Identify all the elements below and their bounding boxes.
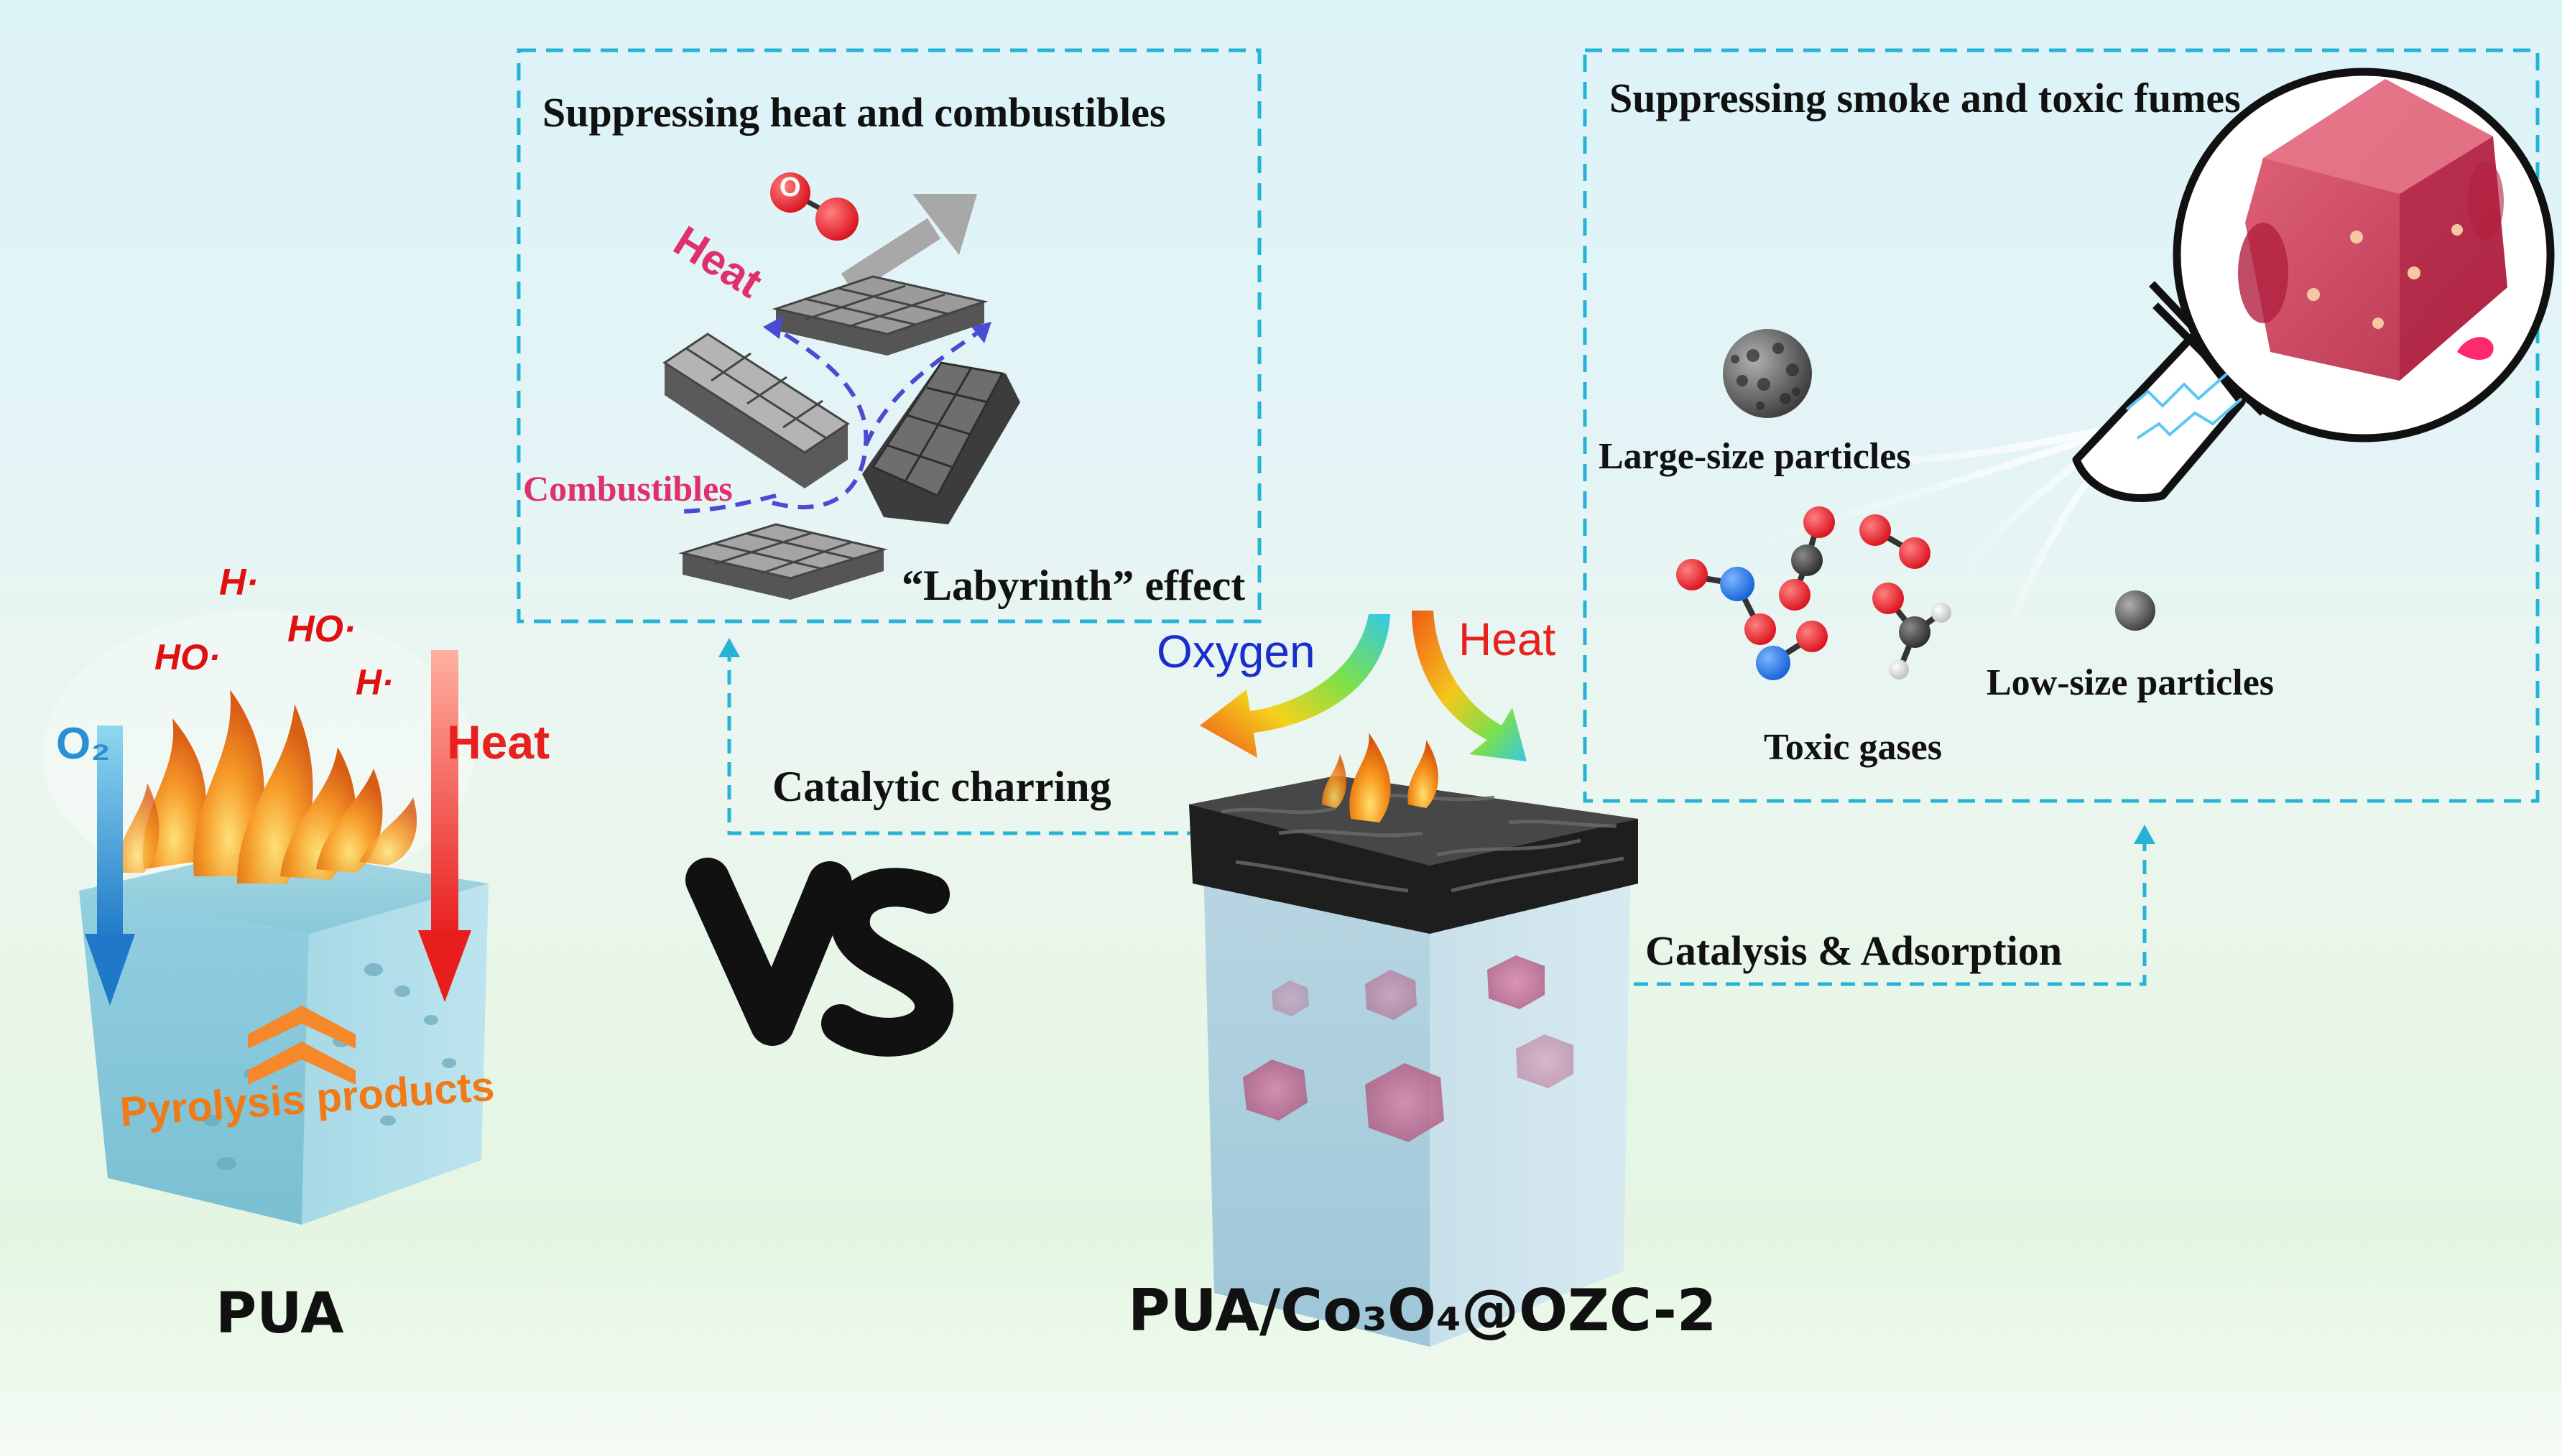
combustibles-label: Combustibles <box>523 468 733 509</box>
pua-label: PUA <box>216 1281 344 1346</box>
adsorber-funnel <box>1709 68 2555 733</box>
oxygen-down-arrow <box>85 725 135 1006</box>
vs-mark <box>685 858 953 1057</box>
center-heat-label: Heat <box>1458 613 1556 665</box>
radical-h-2: H· <box>356 662 394 703</box>
labyrinth-effect-label: “Labyrinth” effect <box>902 562 1246 609</box>
pyrolysis-up-arrows <box>248 1006 356 1085</box>
smoke-box-title: Suppressing smoke and toxic fumes <box>1609 75 2241 121</box>
char-sheet-left <box>662 333 850 488</box>
toxic-gas-molecules <box>1676 506 1951 680</box>
oxygen-molecule <box>770 172 859 241</box>
composite-material-label: PUA/Co₃O₄@OZC-2 <box>1128 1277 1717 1344</box>
char-sheet-right <box>862 361 1020 524</box>
heat-box-title: Suppressing heat and combustibles <box>542 89 1166 136</box>
catalytic-charring-label: Catalytic charring <box>772 763 1111 810</box>
labyrinth-path <box>682 325 982 514</box>
composite-cube <box>1189 733 1638 1347</box>
low-size-particle <box>2115 590 2155 631</box>
pua-flames <box>115 690 417 884</box>
labyrinth-arrowheads <box>763 316 991 343</box>
toxic-gases-label: Toxic gases <box>1764 727 1942 768</box>
radical-ho-1: HO· <box>154 637 221 677</box>
heat-box-frame <box>517 48 1262 623</box>
oxygen-in-arrow <box>1200 614 1390 758</box>
low-particles-label: Low-size particles <box>1987 662 2275 703</box>
large-particles-label: Large-size particles <box>1599 436 1911 477</box>
vs-label: VS <box>0 0 1 1</box>
left-oxygen-label: O₂ <box>56 719 111 769</box>
char-sheet-bottom <box>678 523 888 600</box>
char-sheet-top <box>772 275 989 356</box>
left-heat-label: Heat <box>447 715 550 769</box>
heat-down-arrow <box>418 650 471 1002</box>
oxygen-molecule-label: O <box>780 172 801 203</box>
center-oxygen-label: Oxygen <box>1157 626 1315 677</box>
heat-in-arrow <box>1412 611 1527 761</box>
radical-ho-2: HO· <box>287 608 356 650</box>
escape-arrow <box>841 194 977 295</box>
catalysis-adsorption-label: Catalysis & Adsorption <box>1645 927 2063 974</box>
large-particle <box>1723 329 1812 418</box>
connector-lines <box>727 654 2147 986</box>
radical-h-1: H· <box>219 562 259 603</box>
smoke-box-frame <box>1583 48 2540 803</box>
